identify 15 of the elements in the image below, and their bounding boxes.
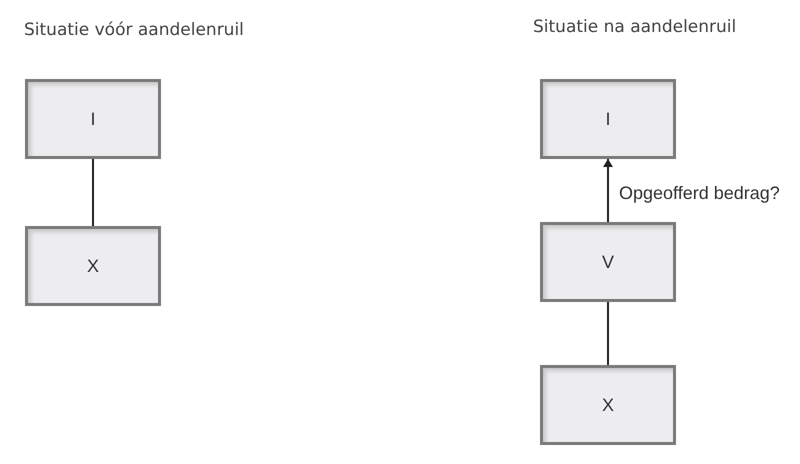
entity-label: X — [602, 394, 614, 416]
entity-box — [25, 79, 161, 159]
entity-label: I — [605, 108, 610, 130]
section-heading: Situatie na aandelenruil — [533, 17, 736, 37]
entity-box — [25, 226, 161, 306]
connector-line — [607, 302, 609, 365]
entity-box — [540, 365, 676, 445]
connector-line — [92, 159, 94, 226]
section-heading: Situatie vóór aandelenruil — [24, 20, 244, 40]
entity-box — [540, 222, 676, 302]
entity-label: V — [602, 252, 614, 272]
arrow — [603, 159, 613, 222]
entity-label: X — [86, 256, 99, 276]
entity-box — [540, 79, 676, 159]
entity-label: I — [90, 108, 96, 130]
